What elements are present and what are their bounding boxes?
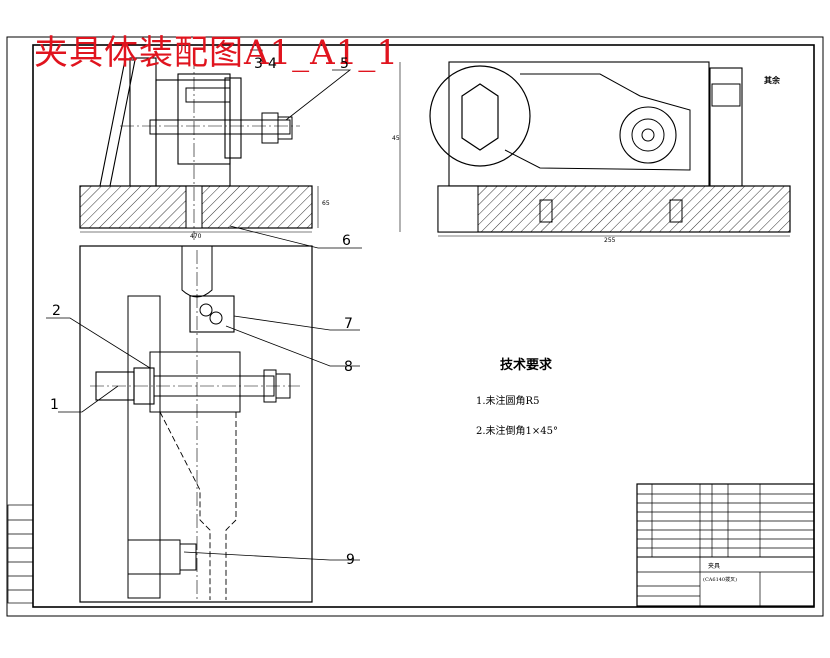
- callout-3: 3: [254, 56, 263, 72]
- callout-7: 7: [344, 316, 353, 332]
- title-block: [636, 483, 815, 607]
- tech-requirement-1: 1.未注圆角R5: [476, 396, 540, 407]
- tech-requirements-heading: 技术要求: [500, 358, 553, 373]
- tech-requirement-2: 2.未注倒角1×45°: [476, 426, 559, 437]
- callout-8: 8: [344, 359, 353, 375]
- callout-6: 6: [342, 233, 351, 249]
- title-block-part-name: 夹具: [708, 563, 721, 570]
- top-view: [79, 245, 313, 603]
- svg-text:65: 65: [322, 200, 330, 207]
- svg-text:255: 255: [604, 237, 616, 244]
- drawing-title-overlay: 夹具体装配图A1_A1_1: [34, 33, 400, 73]
- side-view: 45 255: [392, 61, 791, 244]
- inner-frame: [32, 44, 815, 608]
- leader-lines: [46, 49, 362, 561]
- margin-table: [7, 504, 34, 604]
- svg-text:470: 470: [190, 233, 202, 240]
- callout-5: 5: [340, 56, 349, 72]
- outer-frame: [6, 36, 824, 617]
- roughness-note: 其余: [764, 76, 780, 85]
- callout-9: 9: [346, 552, 355, 568]
- callout-1: 1: [50, 397, 59, 413]
- front-view: 65 470: [79, 55, 330, 240]
- svg-text:45: 45: [392, 135, 400, 142]
- title-block-subtitle: (CA6140拨叉): [703, 577, 738, 583]
- callout-4: 4: [268, 56, 277, 72]
- callout-2: 2: [52, 303, 61, 319]
